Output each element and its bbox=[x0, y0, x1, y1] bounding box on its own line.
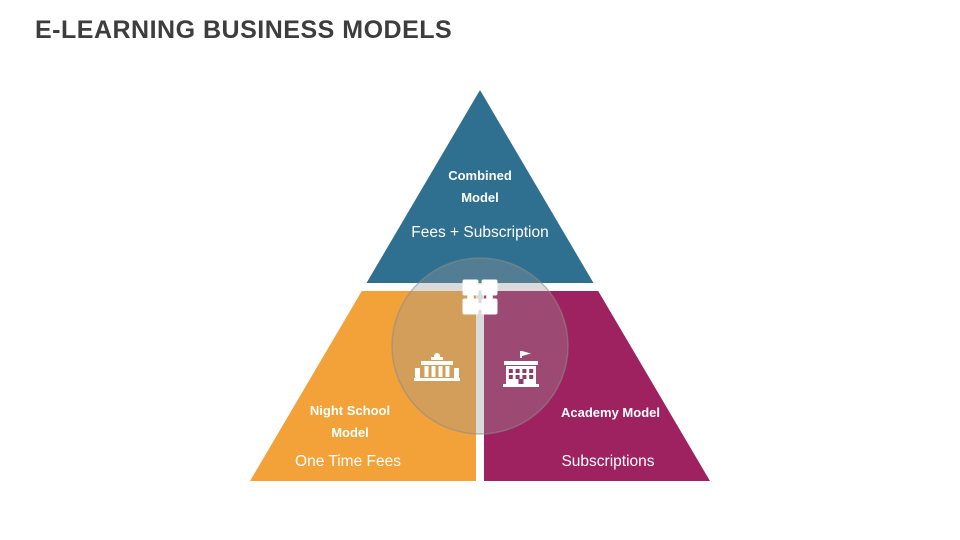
puzzle-icon bbox=[462, 279, 498, 315]
night-school-section-shape bbox=[250, 291, 476, 481]
combined-model-name: Combined Model bbox=[448, 168, 512, 205]
combined-model-detail: Fees + Subscription bbox=[411, 224, 549, 241]
academy-section-shape bbox=[484, 291, 710, 481]
night-school-model-detail: One Time Fees bbox=[295, 453, 401, 470]
academy-building-icon bbox=[503, 351, 539, 387]
school-building-icon bbox=[414, 353, 460, 381]
academy-model-name: Academy Model bbox=[561, 405, 660, 420]
academy-model-detail: Subscriptions bbox=[561, 453, 655, 470]
page-title: E-LEARNING BUSINESS MODELS bbox=[35, 16, 453, 44]
center-overlay-circle bbox=[391, 257, 569, 435]
combined-section-shape bbox=[366, 90, 594, 283]
night-school-model-name: Night School Model bbox=[309, 403, 391, 440]
